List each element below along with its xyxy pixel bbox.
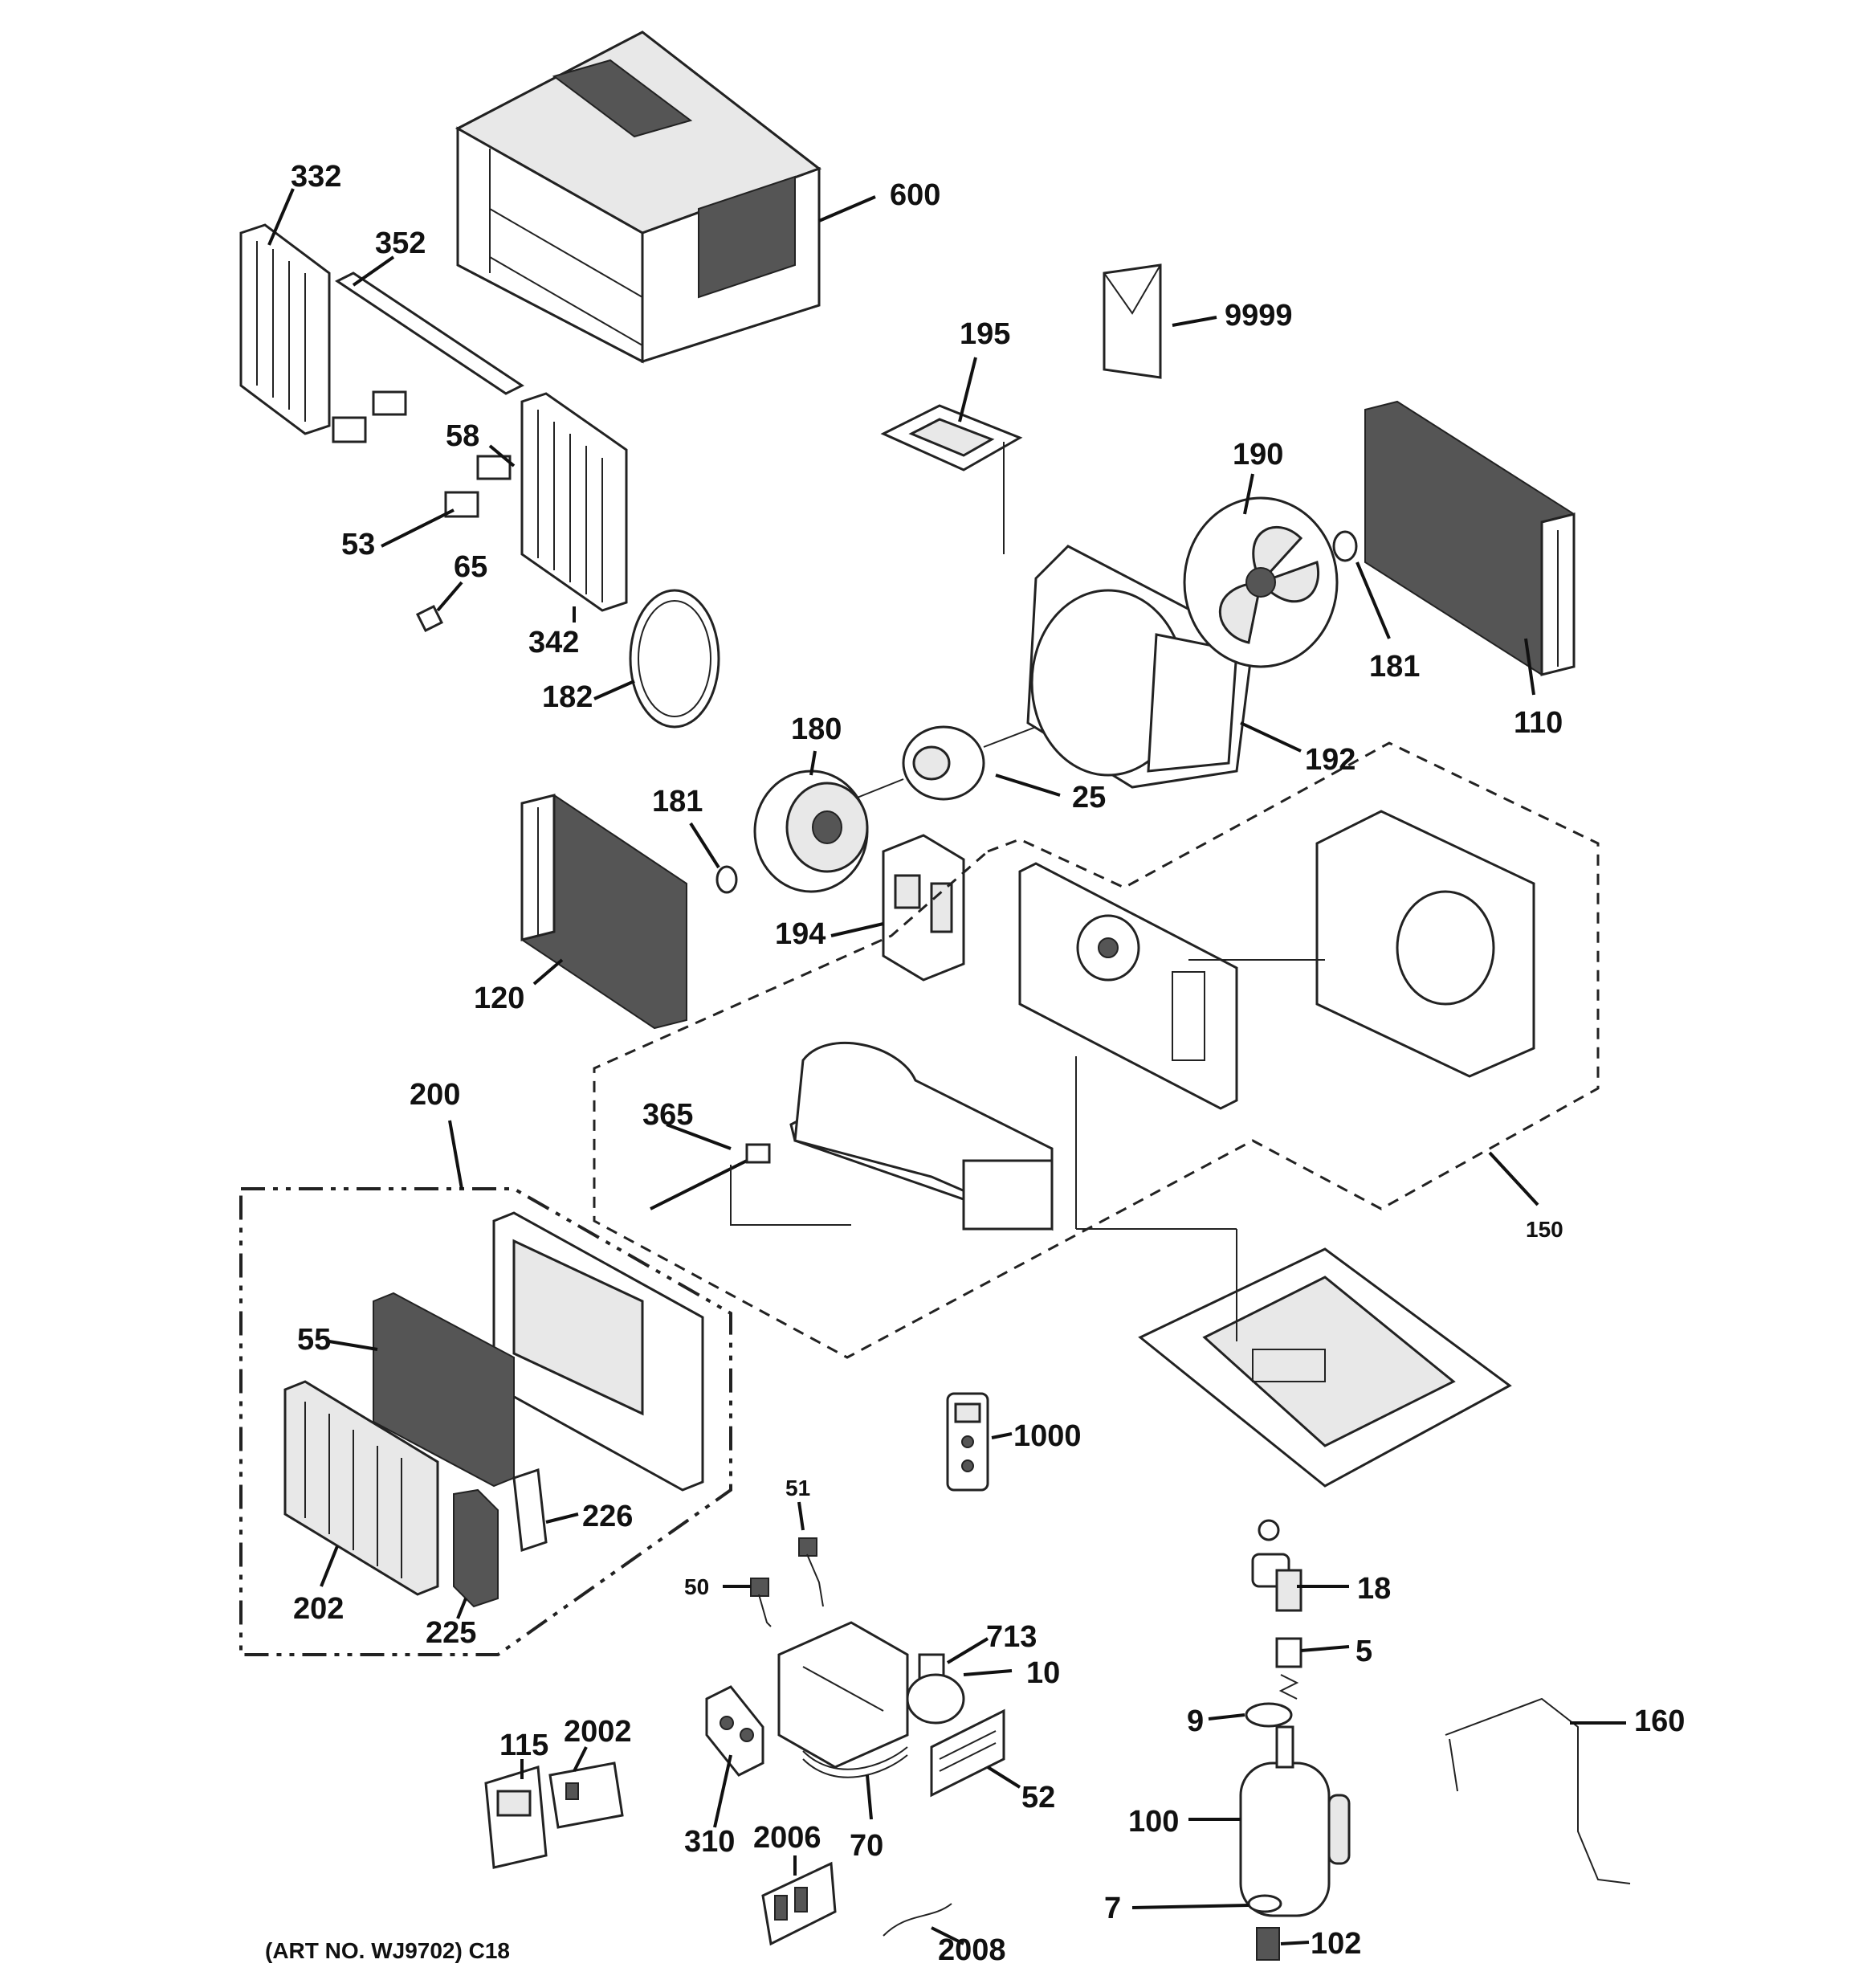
- thermistor-probe-365: [650, 1143, 851, 1226]
- label-202: 202: [293, 1592, 344, 1626]
- label-70: 70: [850, 1829, 883, 1863]
- label-190: 190: [1233, 438, 1283, 471]
- side-curtain-342: [520, 392, 628, 612]
- side-vent-grille: [698, 175, 796, 299]
- art-number-caption: (ART NO. WJ9702) C18: [265, 1938, 510, 1963]
- circuit-board-2002: [548, 1761, 624, 1829]
- partition-panel: [1018, 862, 1238, 1110]
- label-180: 180: [791, 712, 842, 746]
- label-18: 18: [1357, 1572, 1391, 1606]
- label-100: 100: [1128, 1805, 1179, 1839]
- condenser-shroud-bracket: [1315, 810, 1535, 1078]
- mounting-plate-195: [880, 404, 1023, 471]
- label-10: 10: [1026, 1656, 1060, 1690]
- label-195: 195: [960, 317, 1010, 351]
- outer-case-600: [455, 31, 822, 364]
- overload-5: [1275, 1637, 1302, 1700]
- condenser-fan-190: [1183, 496, 1339, 668]
- control-panel-310: [705, 1685, 764, 1777]
- overload-cover-18: [1251, 1519, 1302, 1612]
- label-182: 182: [542, 680, 593, 714]
- label-332: 332: [291, 160, 341, 194]
- label-58: 58: [446, 419, 479, 453]
- remote-control-1000: [946, 1392, 989, 1492]
- cover-plate-52: [930, 1708, 1005, 1798]
- condenser-coil-110: [1364, 400, 1576, 676]
- label-226: 226: [582, 1500, 633, 1533]
- blower-wheel-180: [753, 769, 869, 893]
- side-curtain-332: [239, 223, 331, 435]
- scroll-housing: [789, 1042, 1054, 1231]
- label-713: 713: [986, 1620, 1037, 1654]
- label-181-upper: 181: [1369, 650, 1420, 684]
- label-342: 342: [528, 626, 579, 659]
- label-51: 51: [785, 1476, 810, 1500]
- label-65: 65: [454, 550, 487, 584]
- label-200: 200: [410, 1078, 460, 1112]
- label-181-lower: 181: [652, 785, 703, 818]
- front-frame: [492, 1211, 704, 1492]
- evaporator-coil-120: [520, 794, 687, 1030]
- label-2002: 2002: [564, 1715, 632, 1749]
- base-pan: [1138, 1247, 1512, 1488]
- label-7: 7: [1104, 1892, 1121, 1925]
- fan-clip-181-upper: [1332, 530, 1358, 562]
- louver-225: [453, 1488, 499, 1608]
- label-225: 225: [426, 1616, 476, 1650]
- label-53: 53: [341, 528, 375, 561]
- fan-motor-25: [842, 725, 1037, 804]
- louver-hinge-226: [512, 1468, 548, 1553]
- label-150: 150: [1526, 1217, 1563, 1242]
- label-55: 55: [297, 1323, 331, 1357]
- front-grille-assembly-200: [239, 1187, 732, 1656]
- capacitor-10: [906, 1673, 965, 1725]
- terminal-gasket-9: [1245, 1702, 1293, 1728]
- literature-envelope-9999: [1103, 263, 1162, 379]
- label-120: 120: [474, 982, 524, 1015]
- display-board-115: [484, 1766, 548, 1869]
- wire-2008: [883, 1903, 952, 1937]
- label-25: 25: [1072, 781, 1106, 814]
- label-310: 310: [684, 1825, 735, 1859]
- mounting-grommet-7: [1247, 1894, 1282, 1913]
- label-365: 365: [642, 1098, 693, 1132]
- blower-clip-181-lower: [715, 865, 738, 894]
- label-2006: 2006: [753, 1821, 821, 1855]
- grille-202: [283, 1380, 439, 1596]
- label-52: 52: [1021, 1781, 1055, 1815]
- label-600: 600: [890, 178, 940, 212]
- label-9999: 9999: [1225, 299, 1293, 333]
- base-pan-assembly-150: [593, 741, 1600, 1488]
- label-110: 110: [1514, 706, 1563, 740]
- top-vent-grille: [552, 59, 693, 138]
- label-5: 5: [1355, 1635, 1372, 1668]
- wire-harness-50: [750, 1578, 772, 1627]
- label-102: 102: [1311, 1927, 1361, 1961]
- label-1000: 1000: [1013, 1419, 1082, 1453]
- fan-ring-182: [629, 589, 720, 729]
- bracket-58: [372, 390, 512, 480]
- wire-harness-51: [798, 1537, 824, 1607]
- label-115: 115: [499, 1729, 548, 1762]
- label-160: 160: [1634, 1704, 1685, 1738]
- power-harness-70: [802, 1746, 908, 1778]
- part-number-labels: 332 352 600 9999 195 190 58 53 65 342 18…: [291, 160, 1685, 1967]
- top-rail-352: [335, 271, 524, 395]
- label-9: 9: [1187, 1704, 1204, 1738]
- refrigerant-tubing-160: [1445, 1697, 1631, 1884]
- label-50: 50: [684, 1574, 709, 1599]
- control-box: [777, 1621, 909, 1769]
- clip-65: [415, 604, 444, 633]
- main-pcb-2006: [761, 1861, 837, 1946]
- compressor-100: [1239, 1725, 1351, 1917]
- label-192: 192: [1305, 743, 1355, 777]
- orifice-shroud-192: [1026, 545, 1254, 789]
- label-2008: 2008: [938, 1933, 1006, 1967]
- mounting-nut-102: [1256, 1927, 1280, 1961]
- label-194: 194: [775, 917, 826, 951]
- label-352: 352: [375, 227, 426, 260]
